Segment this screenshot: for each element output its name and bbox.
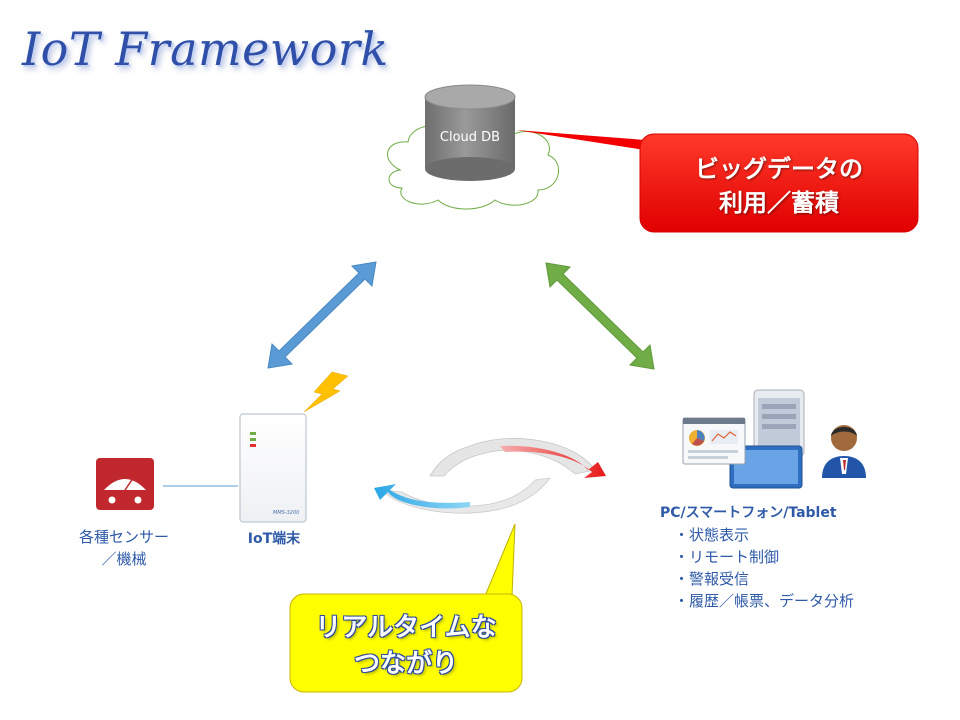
sensor-line2: ／機械 <box>101 550 147 568</box>
lightning-icon <box>303 371 349 413</box>
gauge-icon <box>96 458 154 510</box>
clients-item-remote: ・リモート制御 <box>674 548 780 566</box>
clients-item-history: ・履歴／帳票、データ分析 <box>674 592 855 610</box>
second-tablet-icon <box>729 445 803 489</box>
blue-double-arrow <box>267 261 377 369</box>
bigdata-line1: ビッグデータの <box>695 155 863 183</box>
clients-item-status: ・状態表示 <box>674 526 750 544</box>
clients-heading: PC/スマートフォン/Tablet <box>660 505 837 521</box>
bigdata-line2: 利用／蓄積 <box>719 189 839 217</box>
page-title: IoT Framework <box>22 22 389 76</box>
green-double-arrow <box>545 262 655 370</box>
person-icon <box>822 425 866 478</box>
device-model-label: MMS-3200 <box>273 510 299 516</box>
clients-item-alarm: ・警報受信 <box>674 570 750 588</box>
iot-device-icon: MMS-3200 <box>239 413 307 523</box>
database-icon <box>424 84 516 181</box>
sensor-label: 各種センサー ／機械 <box>64 526 184 570</box>
clients-list: PC/スマートフォン/Tablet ・状態表示 ・リモート制御 ・警報受信 ・履… <box>660 502 854 612</box>
realtime-callout <box>289 523 523 693</box>
realtime-line1: リアルタイムな <box>315 613 497 643</box>
realtime-line2: つながり <box>353 649 458 679</box>
bigdata-callout-text: ビッグデータの 利用／蓄積 <box>640 152 918 220</box>
sync-arrows-icon <box>374 438 606 514</box>
realtime-callout-text: リアルタイムな つながり <box>290 610 522 682</box>
sensor-line1: 各種センサー <box>78 528 169 546</box>
monitor-icon <box>682 417 746 465</box>
cloud-db-label: Cloud DB <box>439 130 501 145</box>
bigdata-callout <box>516 130 919 233</box>
iot-device-label: IoT端末 <box>247 531 301 547</box>
